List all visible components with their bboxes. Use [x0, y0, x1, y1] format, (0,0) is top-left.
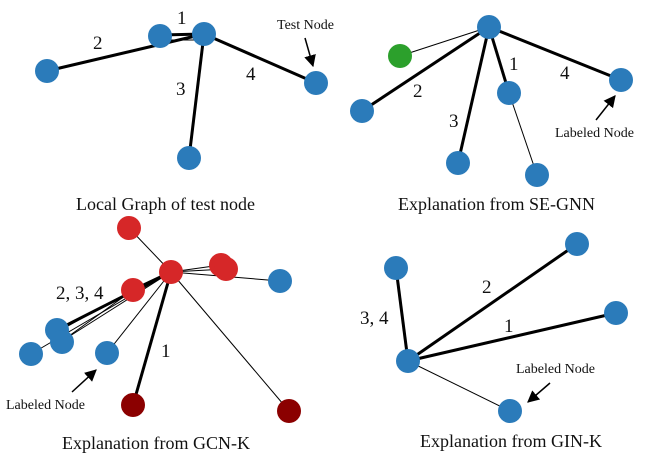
edge-thick — [394, 267, 410, 362]
node — [192, 22, 216, 46]
edge-label: 3, 4 — [360, 308, 389, 329]
edge-label: 1 — [177, 8, 187, 29]
panel-caption: Explanation from GIN-K — [420, 431, 602, 451]
edge-label: 2 — [482, 277, 492, 298]
node — [497, 81, 521, 105]
node — [525, 163, 549, 187]
edge-thick — [361, 25, 490, 113]
node — [384, 256, 408, 280]
edge-center-bottom — [187, 33, 206, 159]
annotation-arrow — [304, 37, 316, 68]
node — [396, 349, 420, 373]
node — [214, 257, 238, 281]
labeled-node — [95, 341, 119, 365]
panel-local-graph: 1 2 3 4 Test Node Local Graph of test no… — [35, 8, 334, 214]
edge-thin — [61, 289, 134, 342]
annotation-label: Labeled Node — [555, 126, 634, 141]
node — [565, 232, 589, 256]
node — [121, 278, 145, 302]
labeled-node — [498, 399, 522, 423]
edge-label: 3 — [449, 111, 459, 132]
node — [350, 99, 374, 123]
annotation-label: Labeled Node — [6, 398, 85, 413]
node — [148, 24, 172, 48]
node — [159, 260, 183, 284]
node — [117, 216, 141, 240]
edge-thin — [399, 26, 490, 57]
annotation-arrow — [527, 382, 551, 403]
edge-label: 2 — [93, 33, 103, 54]
node — [19, 342, 43, 366]
annotation-label: Labeled Node — [516, 362, 595, 377]
edge-thick — [131, 271, 173, 406]
edge-thick — [407, 311, 617, 363]
node — [477, 15, 501, 39]
node — [50, 330, 74, 354]
panel-se-gnn: 1 2 3 4 Labeled Node Explanation from SE… — [350, 15, 634, 214]
annotation-arrow — [595, 95, 616, 121]
edge-thin — [170, 271, 290, 412]
edge-label: 2, 3, 4 — [56, 283, 104, 304]
node — [268, 269, 292, 293]
edge-label: 4 — [560, 63, 570, 84]
node — [35, 59, 59, 83]
node — [277, 399, 301, 423]
node — [604, 301, 628, 325]
edge-label: 1 — [161, 341, 171, 362]
panel-caption: Local Graph of test node — [76, 194, 255, 214]
panel-gin-k: 3, 4 2 1 Labeled Node Explanation from G… — [360, 232, 628, 451]
panel-gcn-k: 2, 3, 4 1 Labeled Node Explanation from … — [6, 216, 301, 453]
node — [177, 146, 201, 170]
labeled-node — [609, 68, 633, 92]
node — [121, 393, 145, 417]
panel-caption: Explanation from SE-GNN — [398, 194, 595, 214]
edge-label: 3 — [176, 79, 186, 100]
edge-center-test-node — [203, 32, 317, 85]
edge-thick — [456, 26, 491, 164]
annotation-arrow — [71, 369, 97, 393]
edge-thin — [56, 289, 134, 333]
test-node — [304, 71, 328, 95]
edge-thick — [407, 242, 578, 363]
edges-gin-k — [394, 242, 617, 412]
node — [446, 151, 470, 175]
panel-caption: Explanation from GCN-K — [62, 433, 250, 453]
edge-label: 4 — [246, 64, 256, 85]
edge-label: 1 — [509, 54, 519, 75]
edge-thick — [488, 25, 622, 82]
edge-label: 2 — [413, 81, 423, 102]
edge-thin — [407, 360, 511, 412]
edge-thin — [508, 92, 538, 176]
edge-thin — [106, 271, 172, 354]
annotation-label: Test Node — [277, 18, 334, 33]
edge-label: 1 — [504, 316, 514, 337]
edge-thin — [61, 271, 172, 342]
node — [388, 44, 412, 68]
edges-gcn-k — [30, 227, 290, 412]
